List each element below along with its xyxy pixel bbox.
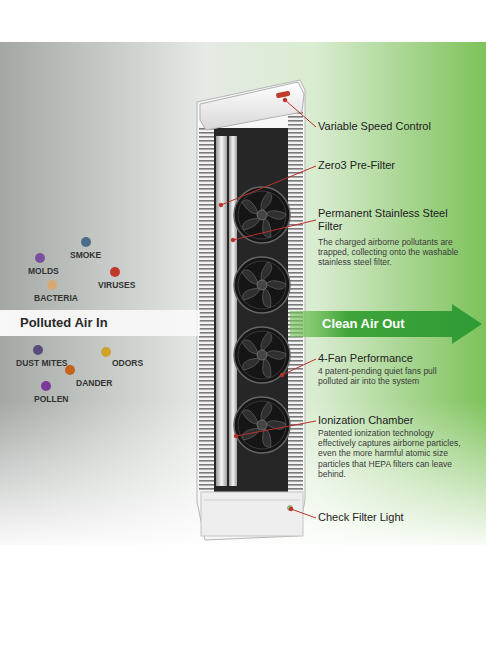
left-grille <box>199 126 214 492</box>
leader-lines <box>219 98 316 518</box>
leader-dot <box>234 434 238 438</box>
leader-line <box>291 509 316 518</box>
callout-heading: Check Filter Light <box>318 511 478 524</box>
leader-line <box>282 359 316 375</box>
leader-line <box>233 220 316 240</box>
leader-dot <box>219 203 223 207</box>
pollutant-label: ODORS <box>112 358 172 368</box>
node-text: Polluted Air In <box>20 310 200 336</box>
callout-body: Patented ionization technology effective… <box>318 428 468 479</box>
pollutant-label: MOLDS <box>28 266 88 276</box>
leader-line <box>285 100 316 127</box>
pollutant-dot <box>35 253 45 263</box>
callout-body: The charged airborne pollutants are trap… <box>318 237 468 268</box>
fan <box>234 327 290 383</box>
pollutant-label: DUST MITES <box>16 358 86 368</box>
speed-control-button <box>276 91 291 99</box>
pollutant-label: BACTERIA <box>34 293 104 303</box>
purifier-tower <box>197 80 305 540</box>
flow-band: Polluted Air In <box>0 310 200 336</box>
leader-line <box>236 421 316 436</box>
pollutant-label: SMOKE <box>70 250 130 260</box>
base <box>201 492 303 536</box>
fan <box>234 397 290 453</box>
pollutant-dot <box>41 381 51 391</box>
pollutant-dot <box>110 267 120 277</box>
pollutant-label: DANDER <box>76 378 136 388</box>
fan <box>234 187 290 243</box>
leader-dot <box>283 98 287 102</box>
pollutant-dot <box>33 345 43 355</box>
stainless-filter-plate <box>216 136 227 486</box>
callout-heading: Permanent Stainless Steel Filter <box>318 207 468 233</box>
leader-line <box>221 166 316 205</box>
flow-arrow: Clean Air Out <box>290 304 482 344</box>
callout-heading: Zero3 Pre-Filter <box>318 159 478 172</box>
leader-dot <box>280 373 284 377</box>
pollutant-label: POLLEN <box>34 394 94 404</box>
leader-dot <box>231 238 235 242</box>
pollutant-dot <box>81 237 91 247</box>
background-gradient <box>0 42 486 545</box>
arrow-body <box>290 304 482 344</box>
fan <box>234 257 290 313</box>
callout-heading: 4-Fan Performance <box>318 352 478 365</box>
top-cap <box>200 82 304 130</box>
callout-heading: Variable Speed Control <box>318 120 478 133</box>
leader-dot <box>289 507 293 511</box>
base-seam <box>204 500 300 501</box>
callout-heading: Ionization Chamber <box>318 414 478 427</box>
pollutant-dot <box>101 347 111 357</box>
right-grille <box>288 112 303 492</box>
pollutant-dot <box>47 280 57 290</box>
node-text: Clean Air Out <box>322 304 482 344</box>
filter-light <box>288 506 293 511</box>
callout-body: 4 patent-pending quiet fans pull pollute… <box>318 366 468 386</box>
pollutant-label: VIRUSES <box>98 280 158 290</box>
